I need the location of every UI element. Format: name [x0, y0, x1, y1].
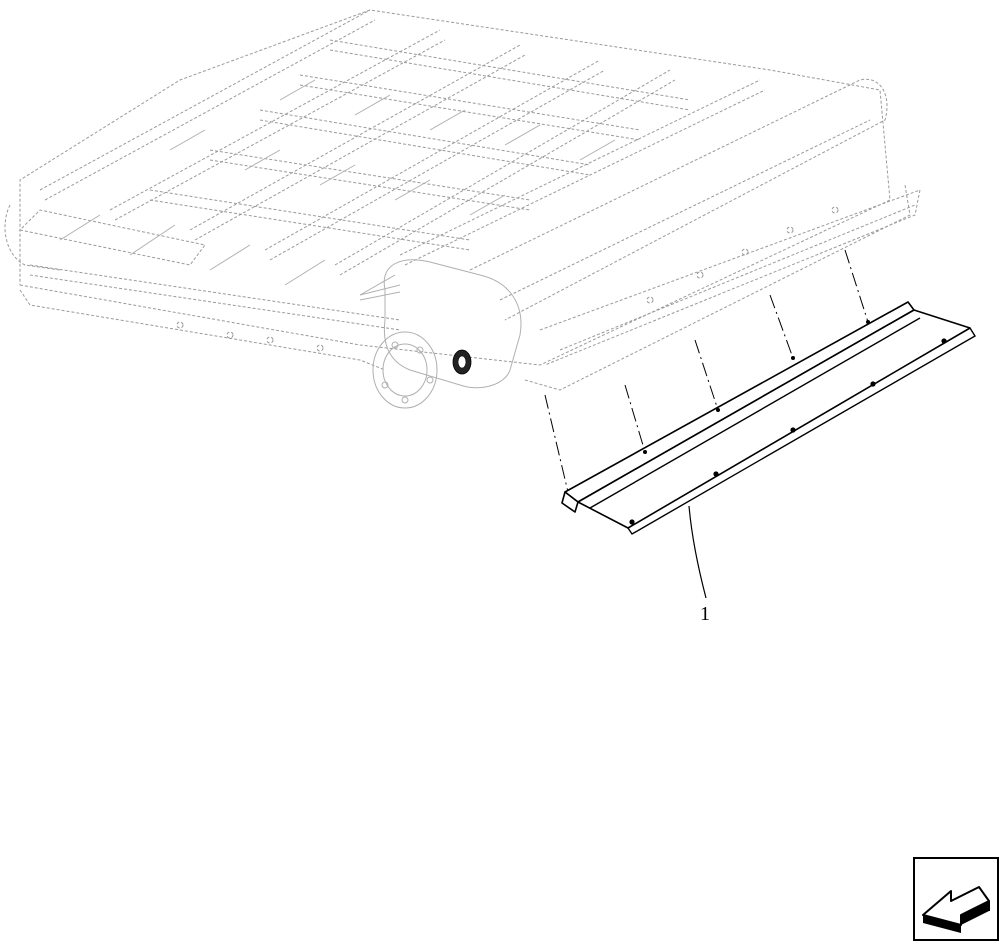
deflector-shield-part: [561, 301, 976, 535]
conveyor-assembly-ghost: [4, 9, 921, 391]
assembly-center-lines: [544, 249, 869, 493]
callout-label-1: 1: [700, 603, 710, 625]
callout-leader-1: [688, 505, 707, 599]
arrow-back-icon[interactable]: [913, 857, 999, 941]
drive-gearbox-ghost: [359, 259, 522, 409]
